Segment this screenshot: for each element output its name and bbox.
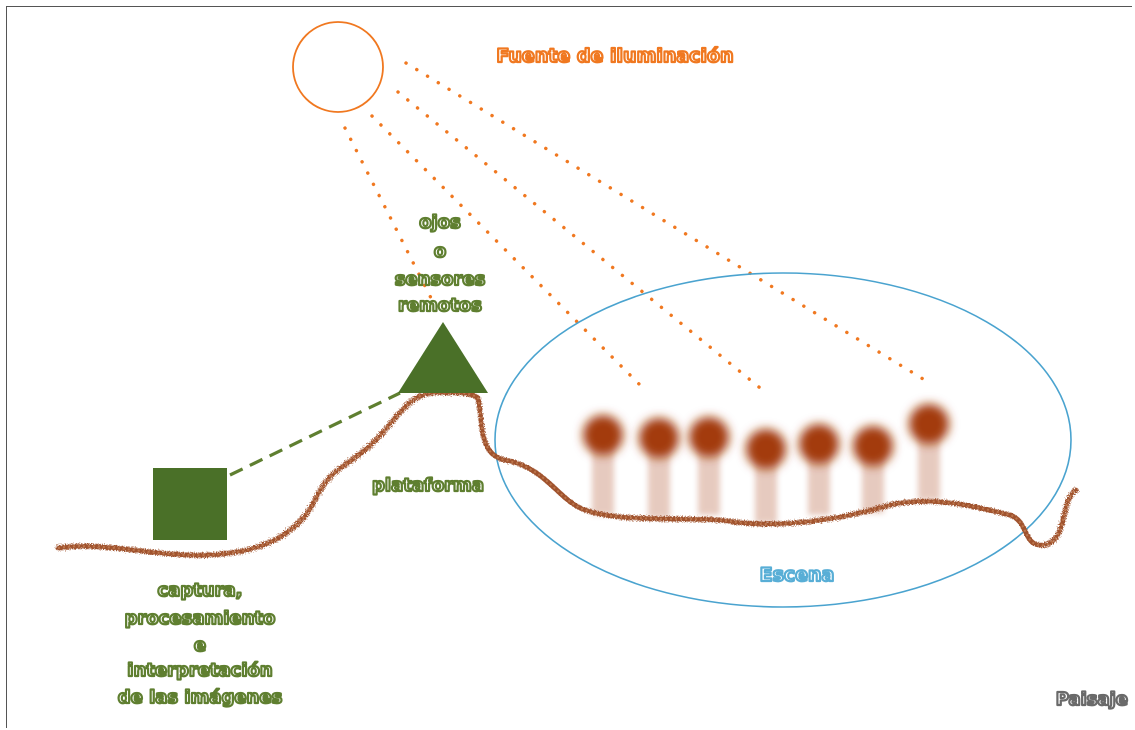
tree-icon — [639, 418, 679, 518]
sensor-label: ojos o sensores remotos — [394, 211, 487, 317]
ground-terrain — [55, 390, 1079, 558]
tree-trunk — [918, 429, 940, 500]
tree-crown — [799, 424, 839, 464]
sensor-label-line: remotos — [398, 295, 482, 316]
ground-line — [55, 390, 1079, 558]
sun-circle-icon — [292, 21, 384, 113]
tree-trunk — [755, 454, 777, 523]
scene-ellipse — [494, 272, 1072, 608]
tree-crown — [583, 415, 623, 455]
tree-trunk — [648, 443, 670, 518]
tree-icon — [853, 426, 893, 513]
sensor-label-line: o — [434, 241, 446, 262]
tree-icon — [909, 404, 949, 500]
platform-label: plataforma — [372, 475, 484, 496]
tree-crown — [853, 426, 893, 466]
tree-icon — [583, 415, 623, 515]
tree-crown — [689, 417, 729, 457]
tree-crown — [746, 429, 786, 469]
tree-trunk — [862, 451, 884, 513]
processing-label-line: captura, — [158, 580, 243, 601]
diagram-frame — [6, 6, 1132, 728]
processing-label: captura, procesamiento e interpretación … — [117, 579, 284, 709]
tree-crown — [909, 404, 949, 444]
trees — [583, 404, 949, 523]
data-link-line — [229, 391, 401, 477]
processing-label-line: interpretación — [127, 660, 272, 681]
tree-crown — [639, 418, 679, 458]
tree-icon — [689, 417, 729, 515]
light-rays — [343, 61, 930, 394]
tree-trunk — [592, 440, 614, 515]
square-station-icon — [153, 468, 227, 540]
sensor-label-line: ojos — [419, 212, 461, 233]
triangle-sensor-icon — [398, 322, 488, 393]
scene-label: Escena — [760, 564, 835, 586]
light-source-label: Fuente de iluminación — [496, 45, 733, 67]
light-ray — [370, 114, 642, 387]
processing-label-line: procesamiento — [125, 608, 276, 629]
light-ray — [404, 61, 930, 384]
landscape-label: Paisaje — [1056, 689, 1128, 710]
tree-icon — [799, 424, 839, 515]
tree-trunk — [808, 449, 830, 515]
processing-label-line: e — [194, 635, 206, 656]
tree-icon — [746, 429, 786, 523]
tree-trunk — [698, 442, 720, 515]
processing-label-line: de las imágenes — [118, 687, 283, 708]
sensor-label-line: sensores — [395, 269, 486, 290]
